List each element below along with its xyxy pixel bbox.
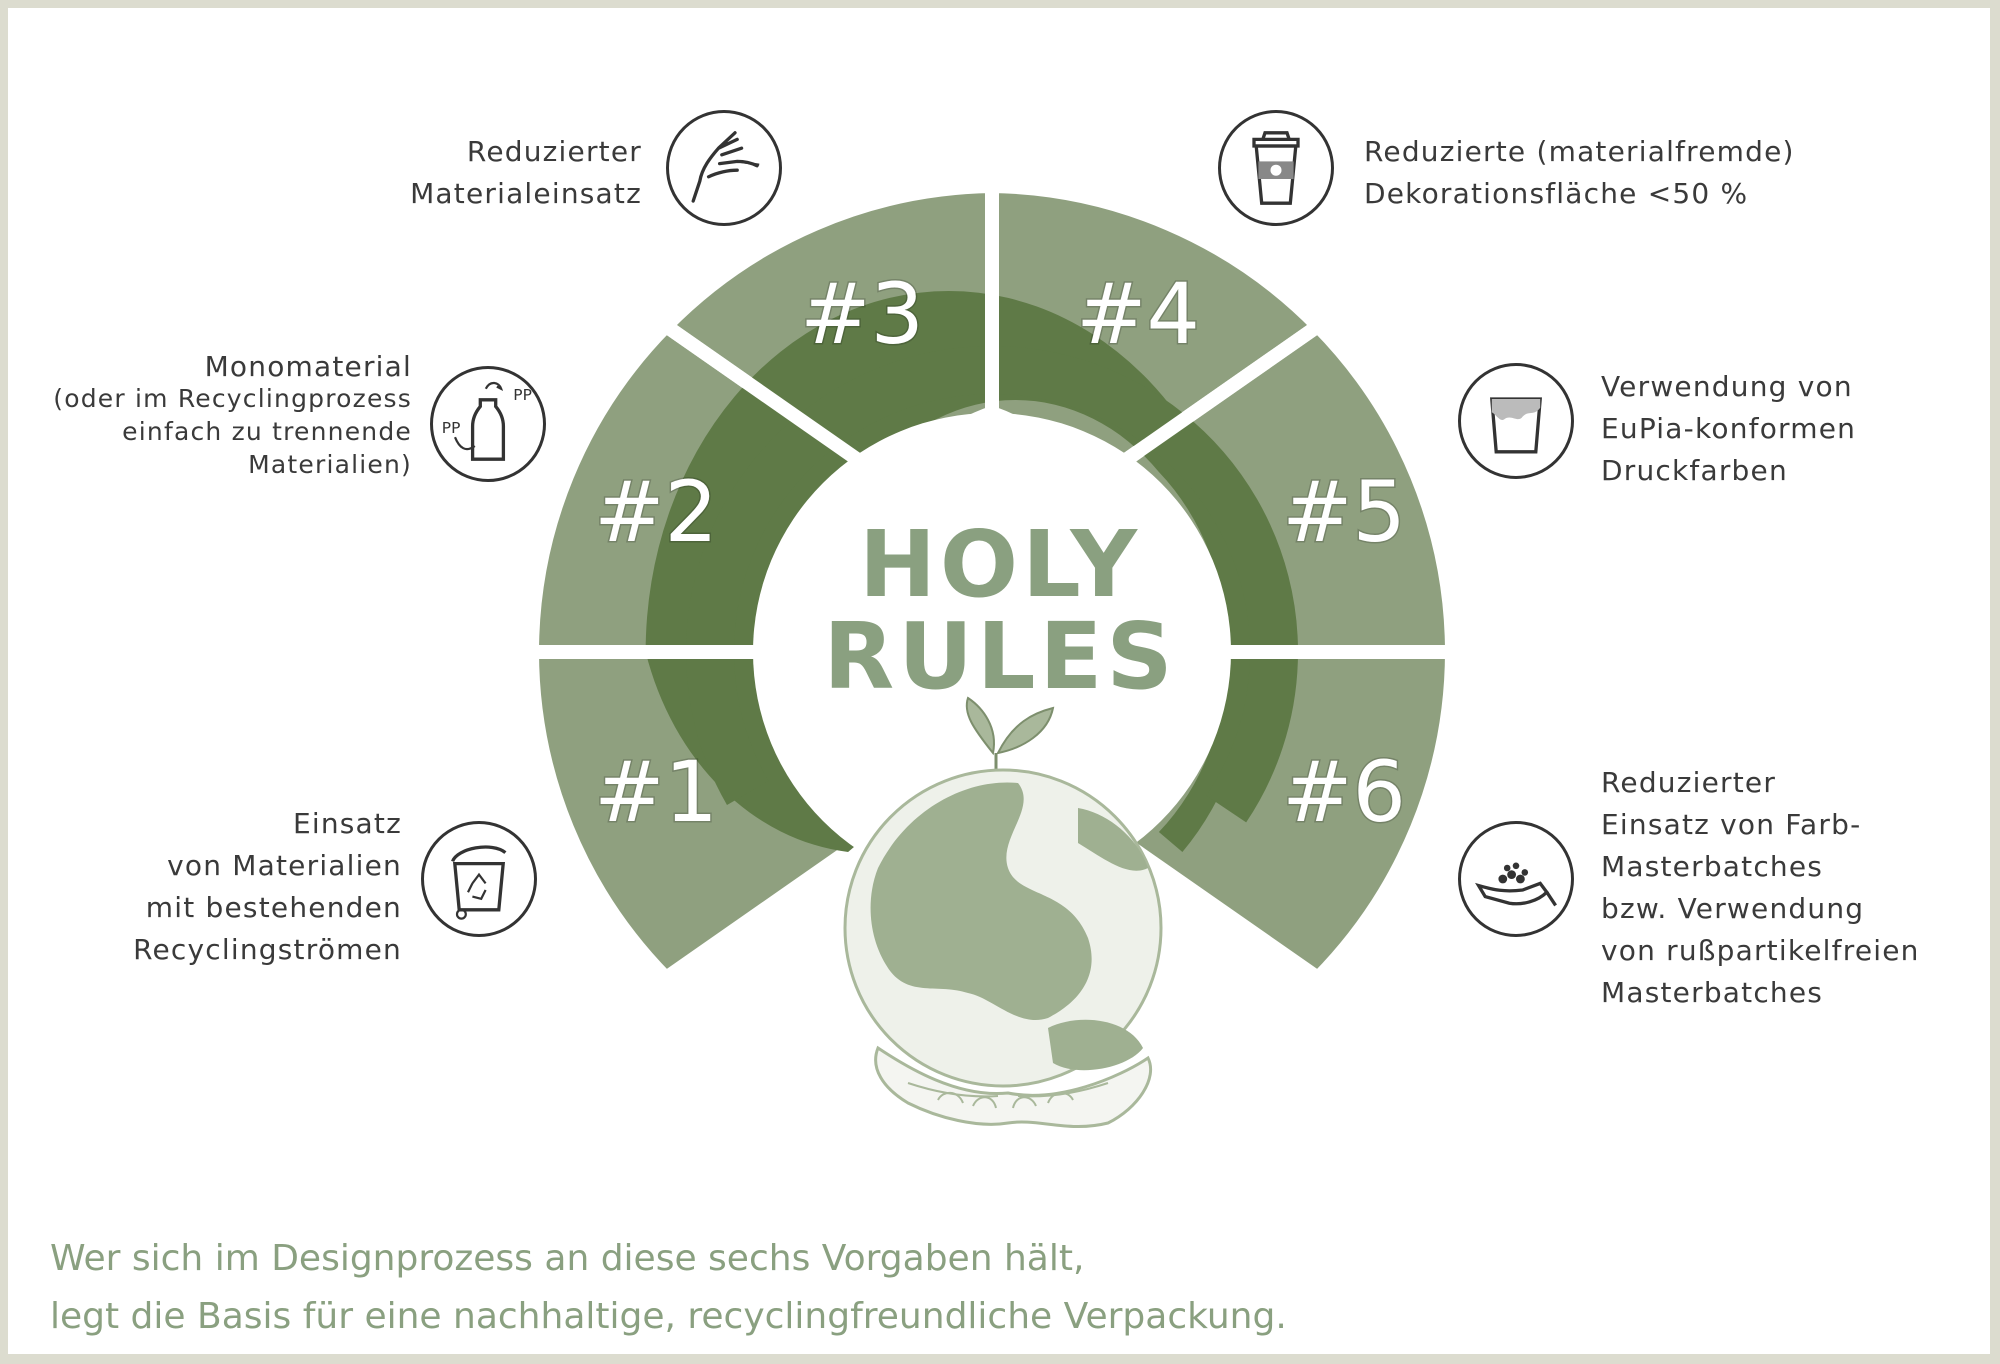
inner-band-arc	[686, 346, 1298, 958]
rule-1-line-3: mit bestehenden	[145, 891, 402, 924]
center-disc	[753, 413, 1231, 891]
hand-granules-icon	[1458, 821, 1574, 937]
divider-4-5	[1088, 320, 1323, 489]
rule-1-line-4: Recyclingströmen	[133, 933, 402, 966]
rule-3-label: Reduzierter Materialeinsatz	[410, 131, 642, 215]
rule-1-line-1: Einsatz	[292, 807, 402, 840]
rule-2-title: Monomaterial	[204, 350, 412, 383]
caption-line-2: legt die Basis für eine nachhaltige, rec…	[50, 1296, 1287, 1337]
center-title-rules: RULES	[823, 603, 1176, 710]
center-title-holy: HOLY	[859, 511, 1141, 618]
rule-6-line-2: Einsatz von Farb-	[1601, 808, 1862, 841]
rule-2-details: (oder im Recyclingprozess einfach zu tre…	[53, 382, 412, 481]
caption-line-1: Wer sich im Designprozess an diese sechs…	[50, 1238, 1085, 1279]
rule-4-line-1: Reduzierte (materialfremde)	[1364, 135, 1795, 168]
rule-6-label: Reduzierter Einsatz von Farb- Masterbatc…	[1601, 762, 1920, 1014]
coffee-cup-icon	[1218, 110, 1334, 226]
rule-number-3: #3	[800, 265, 924, 363]
rule-6-line-4: bzw. Verwendung	[1601, 892, 1865, 925]
pp-label-top: PP	[513, 386, 532, 404]
rule-number-4: #4	[1076, 265, 1200, 363]
rule-5-line-1: Verwendung von	[1601, 370, 1853, 403]
pp-label-left: PP	[442, 419, 461, 437]
rule-number-5: #5	[1282, 463, 1406, 561]
rule-6-line-3: Masterbatches	[1601, 850, 1824, 883]
rule-6-line-6: Masterbatches	[1601, 976, 1824, 1009]
rule-5-line-3: Druckfarben	[1601, 454, 1788, 487]
holy-rules-diagram: #1 #2 #3 #4 #5 #6 HOLY RULES	[524, 178, 1460, 1129]
hand-pinch-icon	[666, 110, 782, 226]
rule-5-label: Verwendung von EuPia-konformen Druckfarb…	[1601, 366, 1856, 492]
rule-4-line-2: Dekorationsfläche <50 %	[1364, 177, 1749, 210]
rule-3-line-1: Reduzierter	[466, 135, 642, 168]
rule-2-line-2: einfach zu trennende	[122, 417, 412, 446]
recycling-bin-icon	[421, 821, 537, 937]
rule-2-label: Monomaterial	[205, 346, 412, 388]
rule-number-1: #1	[594, 743, 718, 841]
pp-bottle-icon: PP PP	[430, 366, 546, 482]
divider-2-3	[661, 320, 896, 489]
infographic-frame: #1 #2 #3 #4 #5 #6 HOLY RULES Reduzierter…	[8, 8, 1990, 1354]
rule-4-label: Reduzierte (materialfremde) Dekorationsf…	[1364, 131, 1795, 215]
rule-6-line-5: von rußpartikelfreien	[1601, 934, 1920, 967]
rule-number-2: #2	[594, 463, 718, 561]
rule-2-line-3: Materialien)	[248, 450, 412, 479]
globe-hands-illustration	[843, 696, 1163, 1129]
caption: Wer sich im Designprozess an diese sechs…	[50, 1230, 1287, 1346]
rule-1-label: Einsatz von Materialien mit bestehenden …	[133, 803, 402, 971]
rule-1-line-2: von Materialien	[167, 849, 402, 882]
rule-2-line-1: (oder im Recyclingprozess	[53, 384, 412, 413]
rule-number-6: #6	[1282, 743, 1406, 841]
ink-bucket-icon	[1458, 363, 1574, 479]
rule-3-line-2: Materialeinsatz	[410, 177, 642, 210]
rule-6-line-1: Reduzierter	[1601, 766, 1777, 799]
rule-5-line-2: EuPia-konformen	[1601, 412, 1857, 445]
